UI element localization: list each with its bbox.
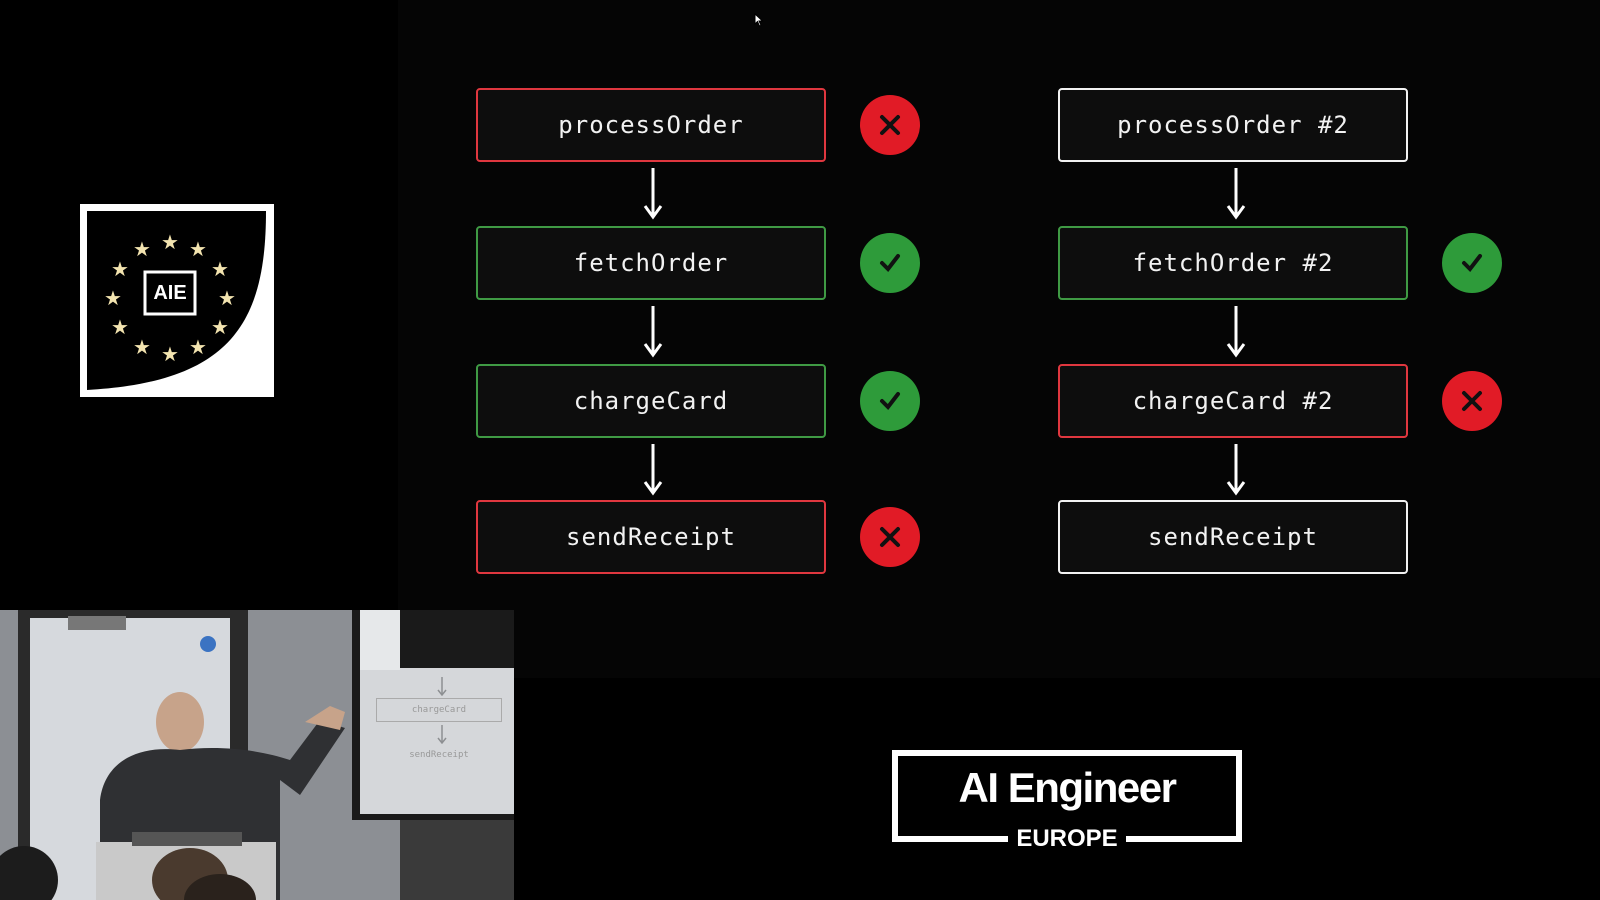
star-icon: ★	[111, 257, 129, 281]
check-mark-icon	[860, 371, 920, 431]
star-icon: ★	[218, 286, 236, 310]
star-icon: ★	[189, 335, 207, 359]
right-node-send-receipt: sendReceipt	[1058, 500, 1408, 574]
arrow-down-icon	[1226, 444, 1246, 496]
right-node-charge-card-2: chargeCard #2	[1058, 364, 1408, 438]
x-mark-icon	[860, 95, 920, 155]
aie-logo-text: AIE	[153, 282, 187, 304]
screen-label: chargeCard	[411, 705, 467, 715]
check-mark-icon	[1442, 233, 1502, 293]
node-label: fetchOrder	[573, 249, 729, 277]
node-label: chargeCard	[573, 387, 729, 415]
arrow-down-icon	[1226, 168, 1246, 220]
brand-subtitle: EUROPE	[1008, 824, 1126, 854]
screen-node-charge-card: chargeCard	[376, 698, 502, 722]
brand-title: AI Engineer	[958, 764, 1177, 811]
aie-conference-logo: ★ ★ ★ ★ ★ ★ ★ ★ ★ ★ ★ ★ AIE	[80, 204, 274, 397]
node-label: sendReceipt	[1148, 523, 1318, 551]
arrow-down-icon	[643, 444, 663, 496]
arrow-down-icon	[437, 677, 447, 696]
mouse-cursor-icon	[754, 12, 764, 31]
x-mark-icon	[1442, 371, 1502, 431]
star-icon: ★	[161, 342, 179, 366]
check-mark-icon	[860, 233, 920, 293]
left-node-fetch-order: fetchOrder	[476, 226, 826, 300]
screen-label-send-receipt: sendReceipt	[409, 750, 469, 760]
arrow-down-icon	[1226, 306, 1246, 358]
node-label: processOrder #2	[1117, 111, 1349, 139]
speaker-camera-inset: chargeCard sendReceipt	[0, 610, 514, 900]
star-icon: ★	[189, 237, 207, 261]
node-label: chargeCard #2	[1132, 387, 1334, 415]
node-label: processOrder	[558, 111, 744, 139]
star-icon: ★	[111, 315, 129, 339]
node-label: fetchOrder #2	[1132, 249, 1334, 277]
right-node-fetch-order-2: fetchOrder #2	[1058, 226, 1408, 300]
node-label: sendReceipt	[566, 523, 736, 551]
star-icon: ★	[133, 335, 151, 359]
right-node-process-order-2: processOrder #2	[1058, 88, 1408, 162]
left-node-charge-card: chargeCard	[476, 364, 826, 438]
star-icon: ★	[211, 257, 229, 281]
arrow-down-icon	[643, 306, 663, 358]
left-node-send-receipt: sendReceipt	[476, 500, 826, 574]
star-icon: ★	[211, 315, 229, 339]
ai-engineer-europe-logo: AI Engineer EUROPE	[892, 750, 1242, 854]
arrow-down-icon	[643, 168, 663, 220]
star-icon: ★	[104, 286, 122, 310]
star-icon: ★	[133, 237, 151, 261]
arrow-down-icon	[437, 725, 447, 744]
x-mark-icon	[860, 507, 920, 567]
left-node-process-order: processOrder	[476, 88, 826, 162]
star-icon: ★	[161, 230, 179, 254]
